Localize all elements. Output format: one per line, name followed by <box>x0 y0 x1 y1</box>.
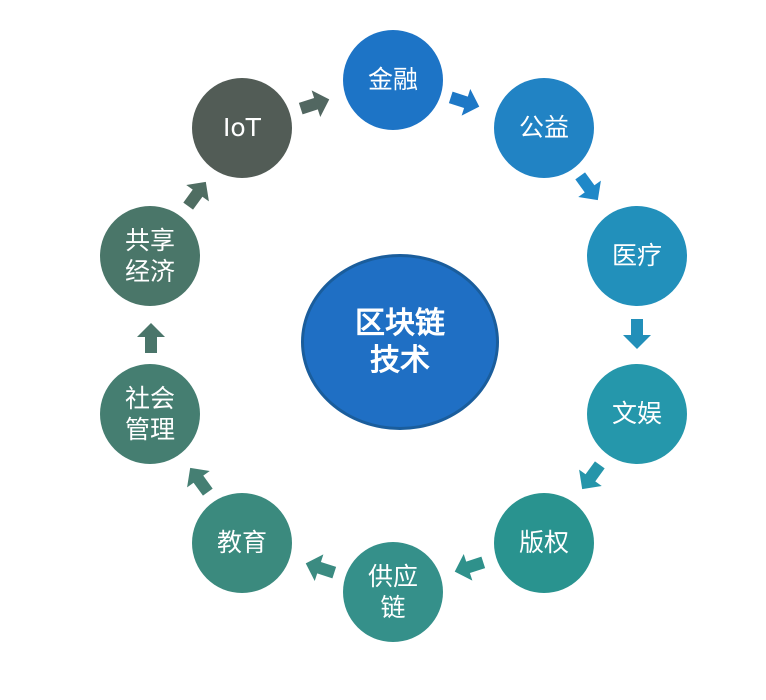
arrow-supply-chain-to-education <box>305 554 337 582</box>
node-copyright: 版权 <box>494 493 594 593</box>
arrow-shape <box>183 181 209 210</box>
node-label: 共享 经济 <box>124 225 175 286</box>
center-node: 区块链 技术 <box>301 254 499 430</box>
arrow-shape <box>137 323 165 353</box>
arrow-education-to-social-governance <box>184 466 214 496</box>
node-finance: 金融 <box>343 30 443 130</box>
arrow-shape <box>305 554 337 582</box>
node-social-governance: 社会 管理 <box>100 364 200 464</box>
node-label: 社会 管理 <box>124 383 175 444</box>
node-education: 教育 <box>192 493 292 593</box>
arrow-social-governance-to-sharing-economy <box>136 323 166 353</box>
arrow-healthcare-to-entertainment <box>622 319 652 349</box>
arrow-shape <box>623 319 651 349</box>
arrow-public-welfare-to-healthcare <box>574 172 604 202</box>
node-label: 版权 <box>518 528 569 558</box>
arrow-shape <box>454 553 486 581</box>
arrow-shape <box>448 88 480 116</box>
arrow-sharing-economy-to-iot <box>182 180 212 210</box>
arrow-shape <box>575 172 601 201</box>
node-entertainment: 文娱 <box>587 364 687 464</box>
node-healthcare: 医疗 <box>587 206 687 306</box>
node-label: 医疗 <box>611 241 662 271</box>
node-label: 文娱 <box>611 399 662 429</box>
node-label: 金融 <box>367 65 418 95</box>
arrow-finance-to-public-welfare <box>448 88 480 116</box>
node-supply-chain: 供应 链 <box>343 542 443 642</box>
arrow-iot-to-finance <box>298 90 330 118</box>
arrow-shape <box>298 90 330 118</box>
node-sharing-economy: 共享 经济 <box>100 206 200 306</box>
node-label: 教育 <box>216 528 267 558</box>
center-label: 区块链 技术 <box>355 305 445 379</box>
arrow-shape <box>579 461 605 490</box>
arrow-copyright-to-supply-chain <box>454 553 486 581</box>
node-label: 公益 <box>518 113 569 143</box>
node-iot: IoT <box>192 78 292 178</box>
arrow-entertainment-to-copyright <box>576 461 606 491</box>
arrow-shape <box>187 467 213 496</box>
node-label: 供应 链 <box>367 561 418 622</box>
node-label: IoT <box>223 113 261 143</box>
node-public-welfare: 公益 <box>494 78 594 178</box>
